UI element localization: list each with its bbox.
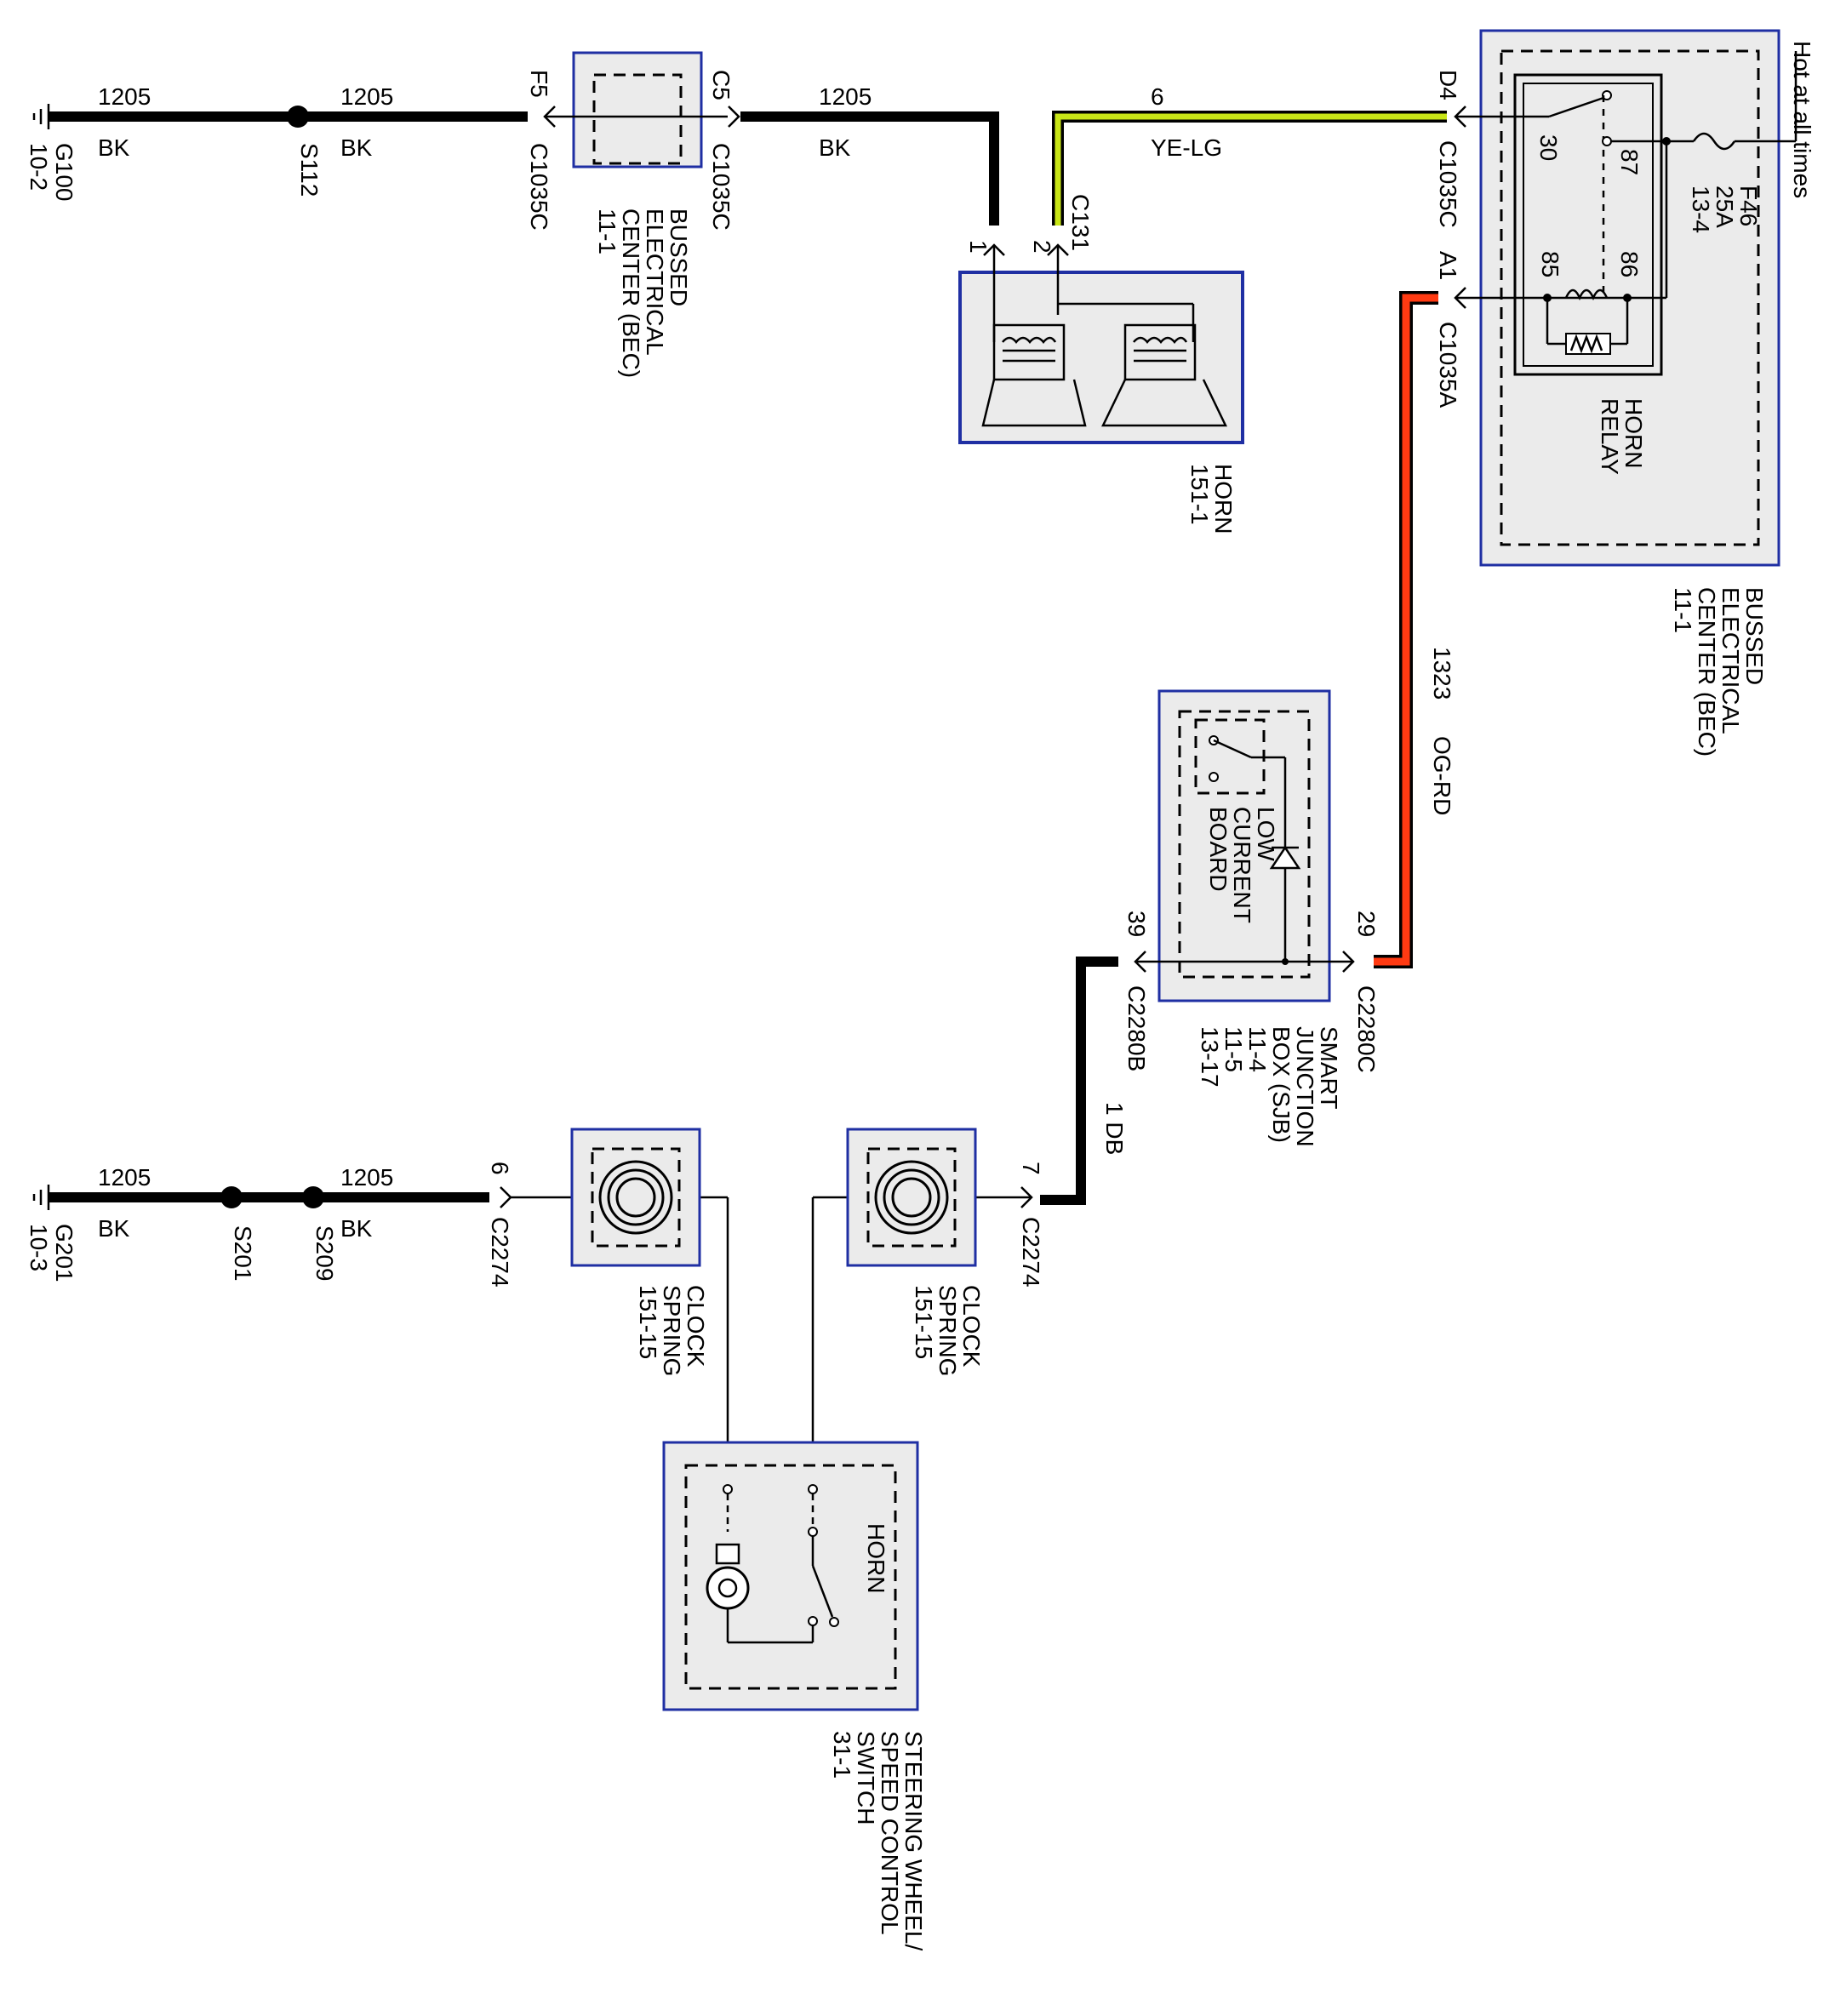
relay-pin-85: 85: [1537, 251, 1563, 277]
wire-1323-og-rd-stripe: [1374, 294, 1438, 966]
bec-right-pin-d4: D4: [1435, 70, 1461, 100]
bec-right-conn-a1: C1035A: [1435, 322, 1461, 408]
wire-bottom-seg2-circuit: 1205: [340, 1164, 393, 1191]
sjb-board-2: CURRENT: [1229, 807, 1255, 923]
bec-left-conn-out: C1035C: [708, 143, 734, 231]
smart-junction-box: [1134, 689, 1355, 1002]
wire-db-label: 1 DB: [1101, 1102, 1128, 1155]
relay-pin-86: 86: [1616, 251, 1643, 277]
wire-bottom-seg2-color: BK: [340, 1215, 373, 1242]
splice-s201: [220, 1186, 243, 1208]
steering-name-2: SPEED CONTROL: [877, 1731, 903, 1935]
steering-horn-label: HORN: [863, 1523, 889, 1593]
wire-1205-bk-to-horn: [740, 111, 999, 226]
wire-og-rd-circuit: 1323: [1429, 647, 1455, 700]
sjb-pin-29: 29: [1353, 911, 1380, 937]
wire-top-seg1-circuit: 1205: [98, 83, 151, 110]
sjb-ref-3: 13-17: [1197, 1026, 1223, 1088]
steering-name-3: SWITCH: [853, 1731, 879, 1825]
wire-ye-lg-circuit: 6: [1151, 83, 1164, 110]
ground-g100-ref: 10-2: [26, 143, 52, 191]
relay-pin-30: 30: [1535, 134, 1562, 161]
wire-top-seg2-circuit: 1205: [340, 83, 393, 110]
sjb-board-3: BOARD: [1205, 807, 1232, 892]
wire-top-seg2-color: BK: [340, 134, 373, 161]
bec-left-pin-in: F5: [526, 70, 552, 98]
sjb-pin-39: 39: [1123, 911, 1150, 937]
bec-left-name-1: BUSSED: [666, 208, 692, 306]
bec-right-conn-d4: C1035C: [1435, 140, 1461, 228]
splice-s112: [287, 106, 309, 128]
wire-horn-color: BK: [819, 134, 851, 161]
bec-left-ref: 11-1: [594, 208, 620, 254]
bec-right-note: Hot at all times: [1789, 41, 1815, 198]
steering-wheel-switch: [662, 1441, 919, 1711]
bec-left-pin-out: C5: [708, 70, 734, 100]
horn-pin-2: 2: [1029, 240, 1055, 254]
clock-left-ref: 151-15: [635, 1285, 661, 1359]
wire-bottom-seg1-circuit: 1205: [98, 1164, 151, 1191]
bec-right-name-2: ELECTRICAL: [1718, 587, 1744, 734]
wire-6-ye-lg-stripe: [1055, 113, 1447, 226]
clock-left-conn: C2274: [487, 1217, 513, 1288]
clock-left-name-1: CLOCK: [683, 1285, 709, 1368]
clock-left-name-2: SPRING: [659, 1285, 685, 1376]
wire-og-rd-color: OG-RD: [1429, 736, 1455, 815]
sjb-ref-2: 11-5: [1220, 1026, 1247, 1072]
splice-s209: [302, 1186, 324, 1208]
relay-name-2: RELAY: [1597, 398, 1623, 475]
sjb-conn-39: C2280B: [1123, 985, 1150, 1071]
bec-right: [1454, 29, 1798, 567]
steering-name-1: STEERING WHEEL/: [900, 1731, 927, 1950]
ground-g201-id: G201: [51, 1224, 77, 1282]
wire-ye-lg-color: YE-LG: [1151, 134, 1222, 161]
clock-right-name-1: CLOCK: [958, 1285, 985, 1368]
fuse-f46-ref: 13-4: [1688, 186, 1714, 233]
ground-g201-ref: 10-3: [26, 1224, 52, 1271]
clock-right-pin: 7: [1018, 1162, 1044, 1175]
sjb-conn-29: C2280C: [1353, 985, 1380, 1073]
ground-g201: G201 10-3: [26, 1185, 77, 1282]
clock-spring-right: [811, 1128, 1033, 1489]
wire-bottom-seg1-color: BK: [98, 1215, 130, 1242]
horn-connector: C131: [1067, 194, 1094, 251]
clock-spring-left: [500, 1128, 729, 1499]
sjb-board-1: LOW: [1253, 807, 1279, 861]
relay-name-1: HORN: [1620, 398, 1647, 468]
fuse-f46-id: F46: [1735, 186, 1762, 226]
sjb-name-1: SMART: [1316, 1026, 1342, 1110]
clock-left-pin: 6: [487, 1162, 513, 1175]
bec-right-pin-a1: A1: [1435, 251, 1461, 280]
wire-top-seg1-color: BK: [98, 134, 130, 161]
wire-horn-circuit: 1205: [819, 83, 872, 110]
bec-left-conn-in: C1035C: [526, 143, 552, 231]
horn-component: [958, 243, 1244, 444]
horn-ref: 151-1: [1186, 464, 1213, 525]
splice-s112-label: S112: [296, 143, 323, 197]
bec-left: [543, 51, 740, 168]
ground-g100-id: G100: [51, 143, 77, 202]
sjb-ref-1: 11-4: [1244, 1026, 1271, 1072]
bec-left-name-3: CENTER (BEC): [618, 208, 644, 378]
clock-right-ref: 151-15: [911, 1285, 937, 1359]
sjb-name-2: JUNCTION: [1292, 1026, 1318, 1147]
bec-right-ref: 11-1: [1670, 587, 1696, 633]
wire-6-ye-lg: [1052, 111, 1447, 226]
clock-right-name-2: SPRING: [935, 1285, 961, 1376]
steering-ref: 31-1: [829, 1731, 855, 1779]
splice-s201-label: S201: [230, 1225, 256, 1281]
bec-left-name-2: ELECTRICAL: [642, 208, 668, 356]
splice-s209-label: S209: [312, 1225, 338, 1281]
horn-name: HORN: [1210, 464, 1237, 534]
clock-right-conn: C2274: [1018, 1217, 1044, 1288]
ground-g100: G100 10-2: [26, 104, 77, 202]
sjb-name-3: BOX (SJB): [1268, 1026, 1295, 1143]
horn-pin-1: 1: [965, 240, 992, 254]
bec-right-name-1: BUSSED: [1741, 587, 1768, 685]
relay-pin-87: 87: [1616, 149, 1643, 175]
fuse-f46-rating: 25A: [1712, 186, 1738, 228]
bec-right-name-3: CENTER (BEC): [1694, 587, 1720, 757]
wire-1-db: [1040, 957, 1118, 1205]
